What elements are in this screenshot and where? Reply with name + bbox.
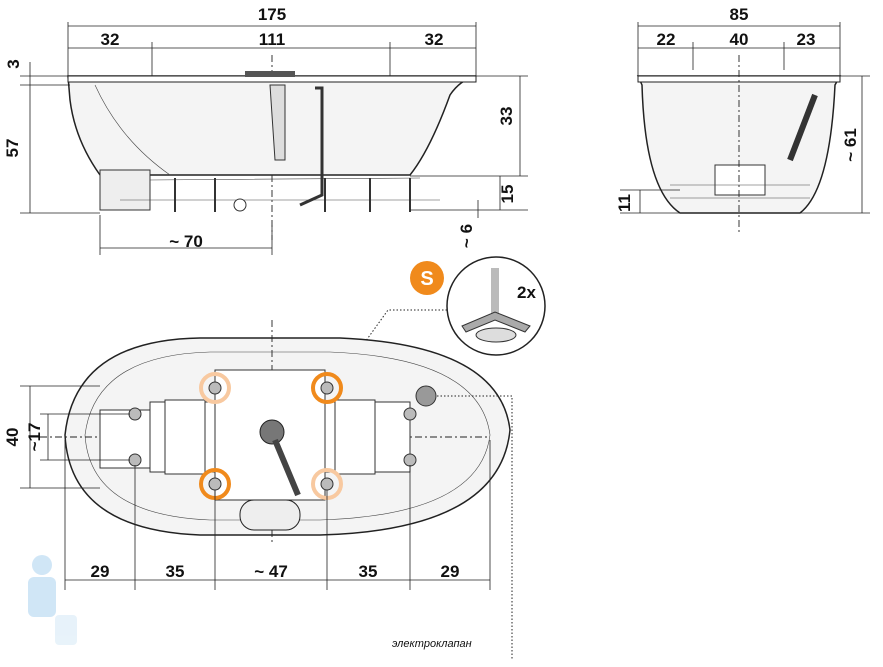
dim-end-seg-left: 22	[657, 30, 676, 49]
dim-seg-right: 32	[425, 30, 444, 49]
side-view: 175 32 111 32 33 15 ~ 6 3 57	[3, 5, 528, 255]
dim-leg-height: 15	[498, 185, 517, 204]
foot-marker	[311, 372, 343, 404]
dim-bottom-seg-5: 29	[441, 562, 460, 581]
top-view: электроклапан 40 ~17 29 35 ~ 47 35 29	[3, 320, 513, 660]
valve-label: электроклапан	[392, 638, 472, 650]
svg-text:S: S	[420, 268, 433, 290]
tub-side-silhouette	[67, 75, 477, 176]
dim-top-width: 40	[3, 428, 22, 447]
dim-bottom-seg-1: 29	[91, 562, 110, 581]
dim-base-height: 11	[615, 194, 634, 212]
dim-rim-height: 3	[4, 59, 23, 68]
dim-end-seg-mid: 40	[730, 30, 749, 49]
dim-total-width: 175	[258, 5, 286, 24]
dim-total-height: 57	[3, 139, 22, 158]
dim-seg-mid: 111	[259, 30, 286, 49]
dim-end-seg-right: 23	[797, 30, 816, 49]
drain-overflow	[245, 71, 295, 77]
foot-screw-icon	[491, 268, 499, 318]
drain-valve	[259, 419, 285, 445]
dim-end-total-width: 85	[730, 5, 749, 24]
plumber-logo-watermark	[28, 555, 77, 645]
foot-detail: S 2x	[344, 256, 546, 371]
electro-valve-icon	[415, 385, 437, 407]
dim-bottom-seg-3: ~ 47	[254, 562, 288, 581]
dim-bottom-seg-2: 35	[166, 562, 185, 581]
dim-foot-clearance: ~ 6	[457, 224, 476, 248]
dim-seg-left: 32	[101, 30, 120, 49]
dim-top-inner-width: ~17	[25, 423, 44, 452]
pump-box	[99, 169, 151, 211]
detail-quantity: 2x	[517, 283, 536, 302]
dim-inner-depth: 33	[497, 107, 516, 126]
control-panel	[239, 499, 301, 531]
badge-s	[410, 261, 444, 295]
dim-end-total-height: ~ 61	[841, 128, 860, 162]
dim-bottom-seg-4: 35	[359, 562, 378, 581]
foot-marker-faded	[199, 372, 231, 404]
dim-drain-offset: ~ 70	[169, 232, 203, 251]
end-view: 85 22 40 23 ~ 61 11	[615, 5, 870, 235]
